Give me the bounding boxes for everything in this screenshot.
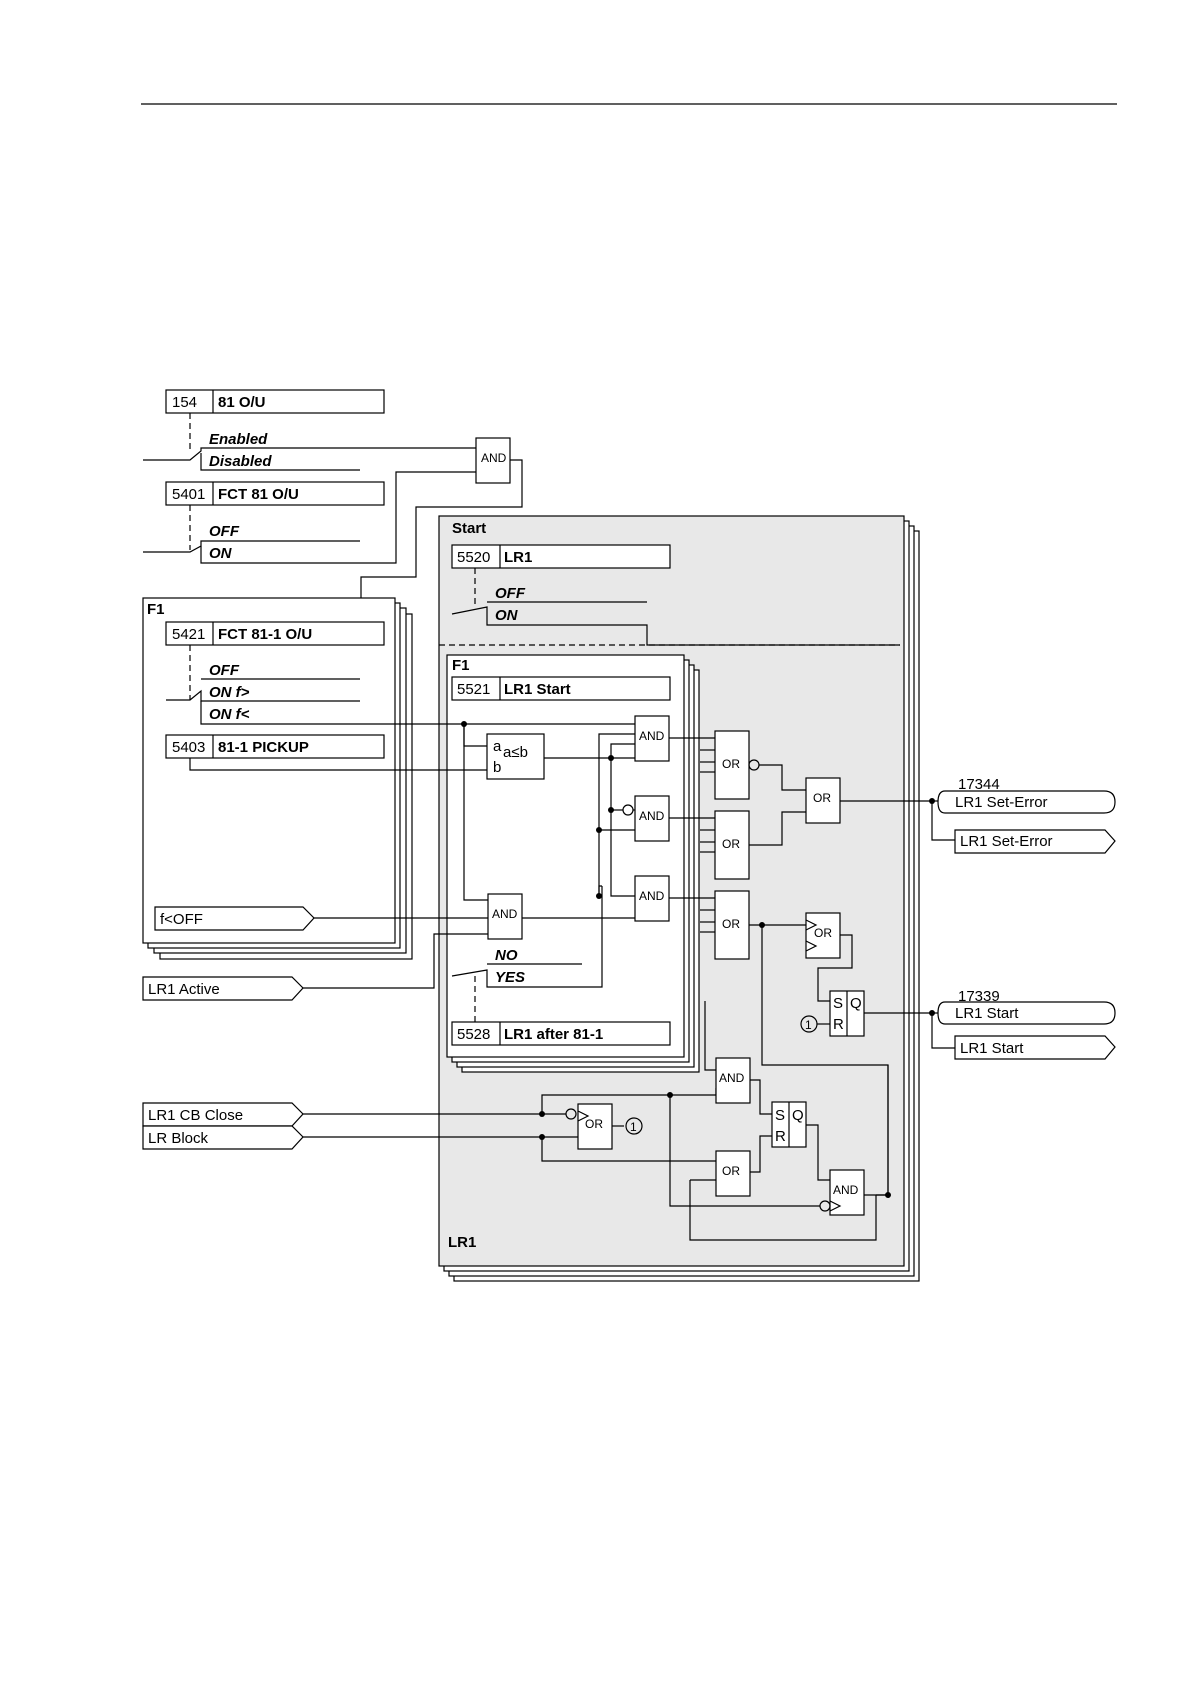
svg-text:LR1 Active: LR1 Active [148,981,220,998]
start-opt-on: ON [495,607,519,624]
svg-text:AND: AND [719,1071,745,1085]
start-number: 17339 [958,988,1000,1005]
svg-text:Q: Q [850,995,862,1012]
setting-5521-number: 5521 [457,681,490,698]
setting-154: 154 81 O/U [165,389,385,414]
or-gate-2: OR [714,810,750,880]
svg-text:f<OFF: f<OFF [160,911,203,928]
svg-text:OR: OR [722,837,740,851]
setting-154-number: 154 [172,394,197,411]
lr1-frame-label: LR1 [448,1234,476,1251]
const-one-latch: 1 [805,1018,812,1032]
setting-5521-name: LR1 Start [504,681,571,698]
setting-5401-off: OFF [209,523,240,540]
svg-text:OR: OR [813,791,831,805]
and-gate-lower: AND [715,1057,751,1104]
setting-5401-name: FCT 81 O/U [218,486,299,503]
svg-text:AND: AND [492,907,518,921]
svg-text:OR: OR [722,757,740,771]
setting-154-enabled: Enabled [209,431,268,448]
or-gate-set-error: OR [805,777,841,824]
f1-inner-opt-no: NO [495,947,518,964]
and-gate-enable: AND [475,437,511,484]
setting-5421-number: 5421 [172,626,205,643]
and-gate-3: AND [634,875,670,922]
and-gate-final: AND [829,1169,865,1216]
output-set-error-2: LR1 Set-Error [954,829,1116,854]
setting-5403-name: 81-1 PICKUP [218,739,309,756]
svg-text:R: R [833,1016,844,1033]
and-gate-1: AND [634,715,670,762]
svg-text:OR: OR [585,1117,603,1131]
svg-text:R: R [775,1128,786,1145]
svg-text:AND: AND [639,809,665,823]
or-gate-start: OR [805,912,841,959]
svg-text:a≤b: a≤b [503,744,528,761]
setting-5521: 5521 LR1 Start [451,676,671,701]
and-gate-foff: AND [487,893,523,940]
set-error-number: 17344 [958,776,1000,793]
svg-text:LR1 Start: LR1 Start [960,1040,1024,1057]
svg-text:LR1 Set-Error: LR1 Set-Error [955,794,1048,811]
svg-text:Q: Q [792,1107,804,1124]
setting-5520: 5520 LR1 [451,544,671,569]
signal-lr-block: LR Block [142,1125,304,1150]
start-title: Start [452,520,486,537]
setting-5528: 5528 LR1 after 81-1 [451,1021,671,1046]
svg-text:AND: AND [639,729,665,743]
output-set-error-1: LR1 Set-Error [937,790,1116,814]
f1-inner-opt-yes: YES [495,969,525,986]
svg-text:OR: OR [814,926,832,940]
f1-inner-stack [446,654,700,1073]
start-opt-off: OFF [495,585,526,602]
svg-text:LR1 Set-Error: LR1 Set-Error [960,833,1053,850]
setting-5421-on-flt: ON f< [209,706,250,723]
svg-text:AND: AND [481,451,507,465]
comparator-block: a a≤b b [486,733,545,780]
setting-154-name: 81 O/U [218,394,266,411]
const-one-block: 1 [630,1120,637,1134]
setting-5403: 5403 81-1 PICKUP [165,734,385,759]
sr-latch-start: S R Q [829,990,865,1037]
f1-inner-title: F1 [452,657,470,674]
svg-text:AND: AND [639,889,665,903]
svg-text:S: S [775,1107,785,1124]
signal-cb-close: LR1 CB Close [142,1102,304,1127]
signal-lr1-active: LR1 Active [142,976,304,1001]
svg-text:LR Block: LR Block [148,1130,209,1147]
setting-5421: 5421 FCT 81-1 O/U [165,621,385,646]
svg-text:OR: OR [722,917,740,931]
svg-text:LR1 Start: LR1 Start [955,1005,1019,1022]
setting-5401-on: ON [209,545,233,562]
or-gate-3: OR [714,890,750,960]
setting-5520-number: 5520 [457,549,490,566]
svg-text:b: b [493,759,501,776]
or-gate-1: OR [714,730,750,800]
setting-5528-name: LR1 after 81-1 [504,1026,603,1043]
setting-154-disabled: Disabled [209,453,272,470]
setting-5421-on-fgt: ON f> [209,684,250,701]
sr-latch-lower: S R Q [771,1101,807,1148]
svg-text:OR: OR [722,1164,740,1178]
setting-5421-name: FCT 81-1 O/U [218,626,312,643]
setting-5421-off: OFF [209,662,240,679]
setting-5401-number: 5401 [172,486,205,503]
svg-text:S: S [833,995,843,1012]
output-start-1: LR1 Start [937,1001,1116,1025]
and-gate-2: AND [634,795,670,842]
setting-5403-number: 5403 [172,739,205,756]
svg-text:LR1 CB Close: LR1 CB Close [148,1107,243,1124]
f1-left-stack [142,597,413,960]
setting-5401: 5401 FCT 81 O/U [165,481,385,506]
or-gate-lower: OR [715,1150,751,1197]
svg-text:a: a [493,738,502,755]
f1-left-title: F1 [147,601,165,618]
setting-5520-name: LR1 [504,549,532,566]
output-start-2: LR1 Start [954,1035,1116,1060]
svg-text:AND: AND [833,1183,859,1197]
signal-f-off: f<OFF [154,906,315,931]
or-gate-block: OR [577,1103,613,1150]
setting-5528-number: 5528 [457,1026,490,1043]
